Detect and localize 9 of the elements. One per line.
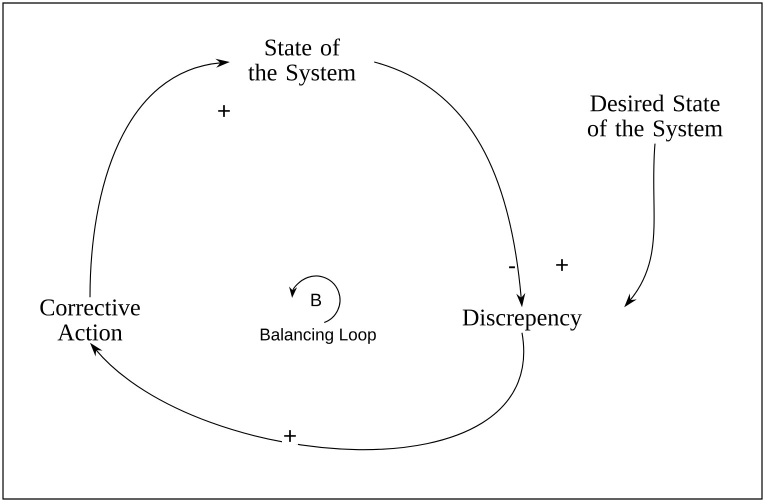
node-label: Corrective Action	[40, 299, 140, 341]
polarity-sign: +	[554, 258, 570, 274]
node-label: Discrepency	[462, 309, 582, 331]
polarity-sign: +	[216, 104, 232, 120]
node-label: State of the System	[248, 38, 356, 86]
polarity-sign: -	[507, 265, 517, 275]
node-label: Desired State of the System	[588, 94, 723, 142]
polarity-sign: +	[282, 429, 298, 445]
loop-label: Balancing Loop	[260, 328, 376, 344]
